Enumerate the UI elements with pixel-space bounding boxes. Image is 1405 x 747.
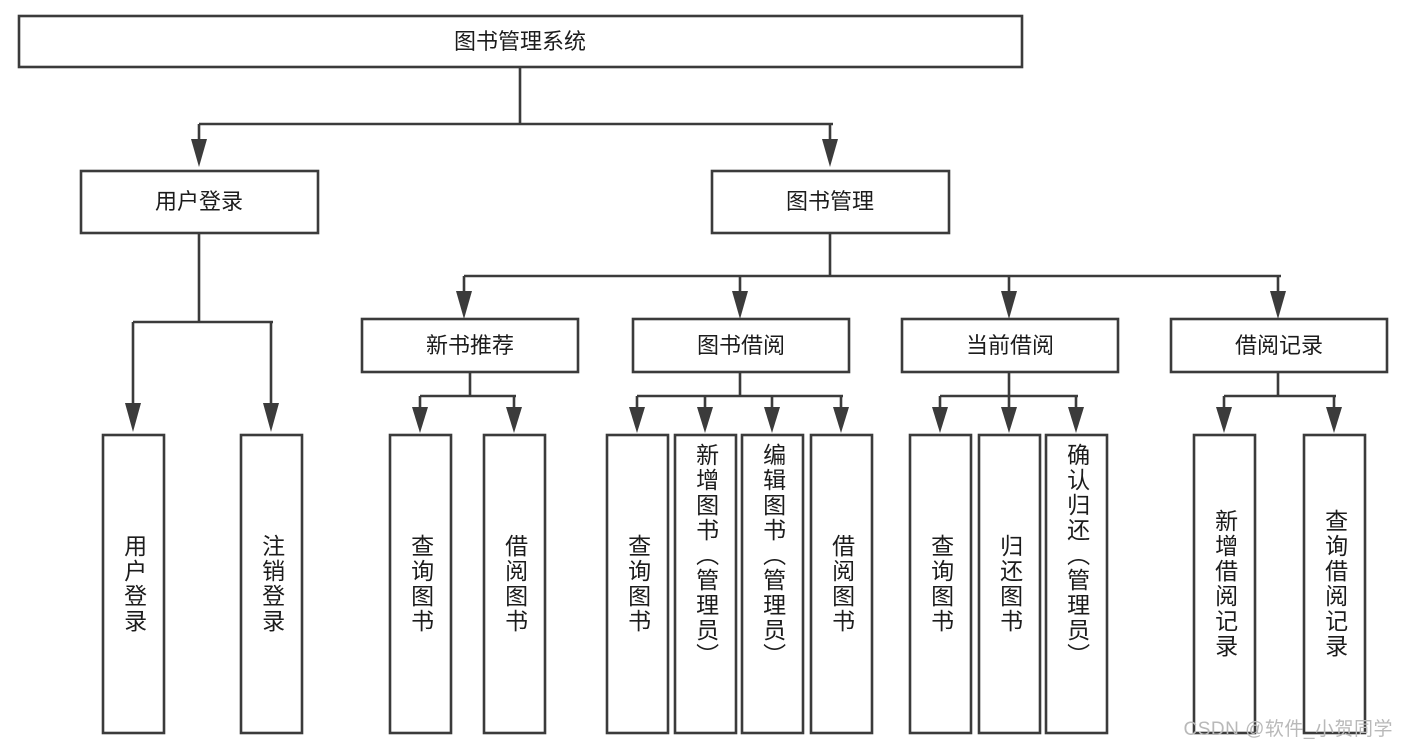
leaf-box-query-books-newbook[interactable] <box>388 433 453 735</box>
node-root[interactable] <box>17 14 1024 69</box>
leaf-box-user-login[interactable] <box>101 433 166 735</box>
leaf-box-query-borrow-record[interactable] <box>1302 433 1367 735</box>
node-book-borrow[interactable] <box>631 317 851 374</box>
node-user-login[interactable] <box>79 169 320 235</box>
leaf-box-edit-book-admin[interactable] <box>740 433 805 735</box>
node-borrow-records[interactable] <box>1169 317 1389 374</box>
leaf-box-borrow-books[interactable] <box>809 433 874 735</box>
leaf-box-logout[interactable] <box>239 433 304 735</box>
leaf-box-borrow-books-newbook[interactable] <box>482 433 547 735</box>
leaf-box-query-books-current[interactable] <box>908 433 973 735</box>
node-current-borrow[interactable] <box>900 317 1120 374</box>
node-root-label: 图书管理系统 <box>454 29 586 54</box>
node-book-management-label: 图书管理 <box>786 189 874 214</box>
node-user-login-label: 用户登录 <box>155 189 243 214</box>
connector-borrow-to-children <box>629 372 849 433</box>
node-current-borrow-label: 当前借阅 <box>966 333 1054 358</box>
leaf-box-query-books-borrow[interactable] <box>605 433 670 735</box>
connector-userlogin-to-children <box>125 234 279 432</box>
node-book-management[interactable] <box>710 169 951 235</box>
connector-root-to-level2 <box>191 68 838 167</box>
node-new-book-recommend[interactable] <box>360 317 580 374</box>
node-book-borrow-label: 图书借阅 <box>697 333 785 358</box>
connector-newbook-to-children <box>412 372 522 433</box>
node-borrow-records-label: 借阅记录 <box>1235 333 1323 358</box>
csdn-watermark: CSDN @软件_小贺同学 <box>1183 719 1393 740</box>
connector-current-to-children <box>932 372 1084 433</box>
leaf-box-add-borrow-record[interactable] <box>1192 433 1257 735</box>
leaf-box-confirm-return-admin[interactable] <box>1044 433 1109 735</box>
leaf-box-return-books[interactable] <box>977 433 1042 735</box>
node-new-book-recommend-label: 新书推荐 <box>426 333 514 358</box>
leaf-box-add-book-admin[interactable] <box>673 433 738 735</box>
connector-records-to-children <box>1216 372 1342 433</box>
connector-bookmgmt-to-level3 <box>456 234 1286 319</box>
